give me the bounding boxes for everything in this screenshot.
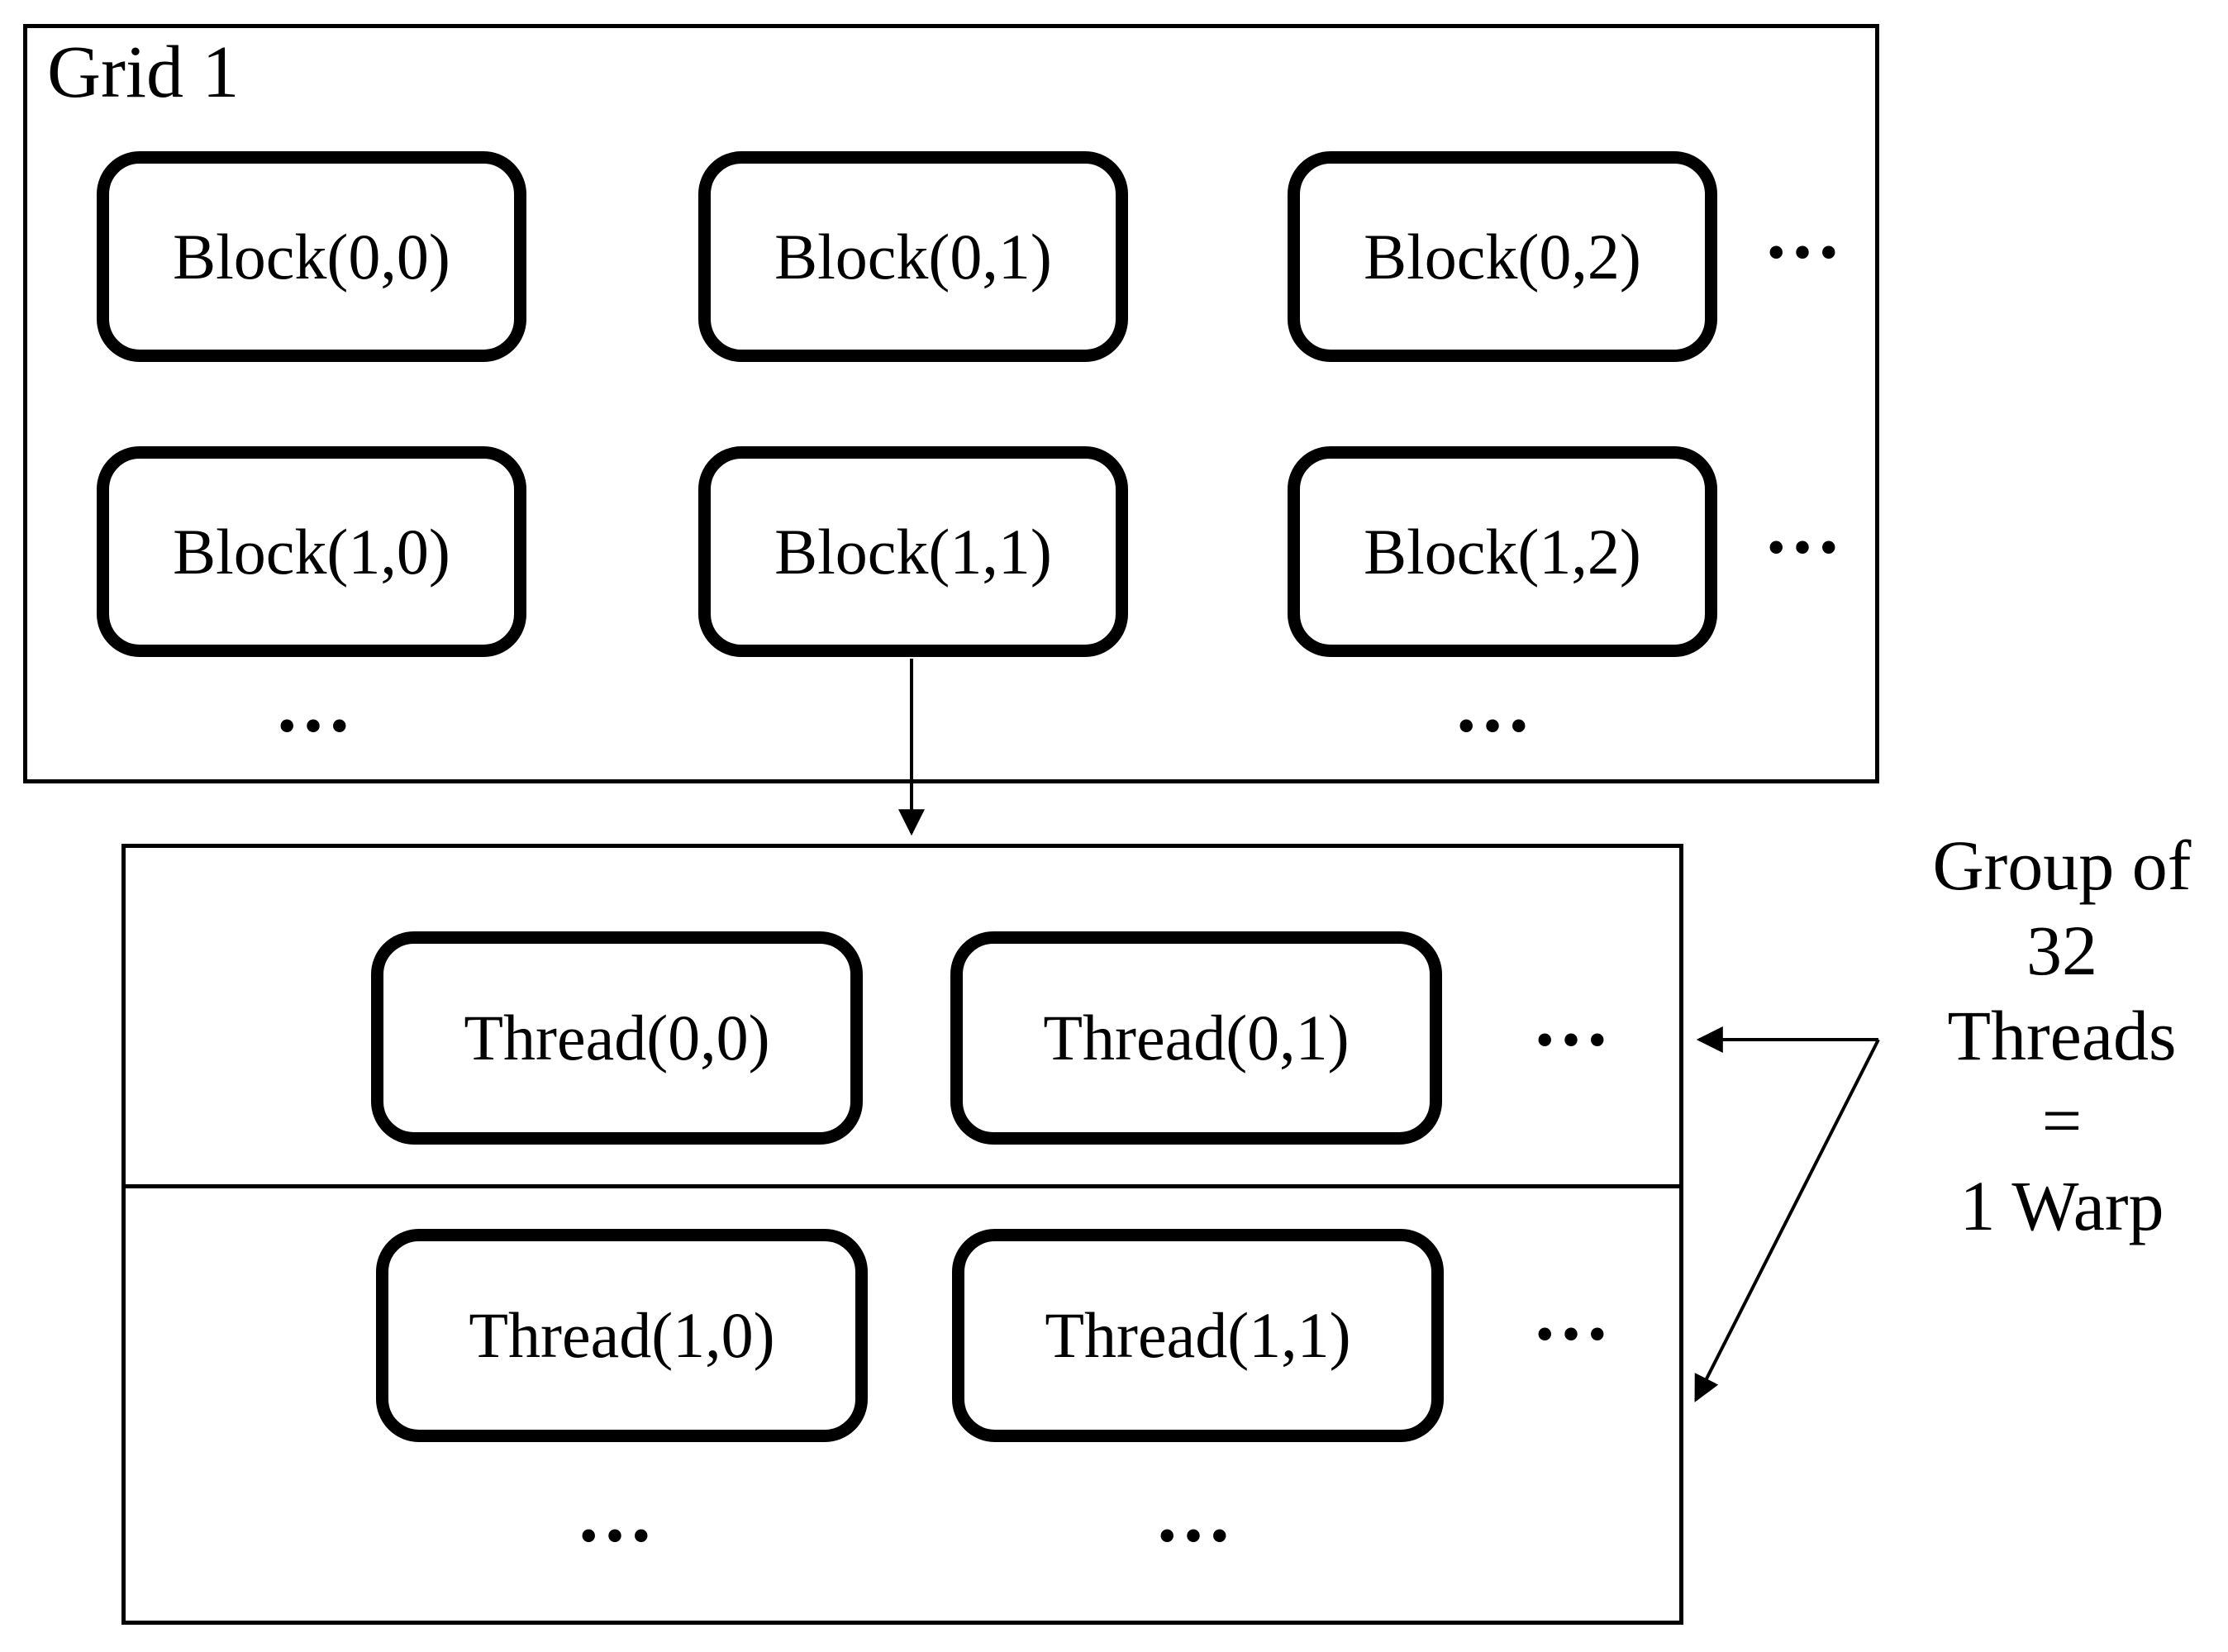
- thread-1-0-label: Thread(1,0): [469, 1299, 775, 1371]
- warp-note-line-5: 1 Warp: [1959, 1166, 2164, 1245]
- grid-container: Grid 1 Block(0,0) Block(0,1) Block(0,2) …: [23, 24, 1879, 783]
- block-1-1-label: Block(1,1): [774, 515, 1052, 588]
- block-1-2: Block(1,2): [1288, 446, 1717, 657]
- block-0-2-label: Block(0,2): [1364, 220, 1641, 293]
- thread-0-0: Thread(0,0): [371, 931, 863, 1145]
- warp-note: Group of 32 Threads = 1 Warp: [1892, 823, 2228, 1249]
- warp-note-line-2: 32: [2026, 911, 2097, 990]
- thread-0-1: Thread(0,1): [950, 931, 1442, 1145]
- thread-1-1-label: Thread(1,1): [1045, 1299, 1351, 1371]
- thread-block-container: Thread(0,0) Thread(0,1) Thread(1,0) Thre…: [121, 844, 1683, 1625]
- warp-note-line-1: Group of: [1932, 826, 2192, 905]
- ellipsis-threads-row1: ...: [1535, 974, 1614, 1063]
- thread-0-0-label: Thread(0,0): [464, 1002, 770, 1074]
- block-1-0-label: Block(1,0): [173, 515, 450, 588]
- block-1-2-label: Block(1,2): [1364, 515, 1641, 588]
- warp-note-line-4: =: [2041, 1081, 2083, 1160]
- thread-1-0: Thread(1,0): [376, 1229, 868, 1442]
- block-0-1: Block(0,1): [698, 151, 1128, 362]
- thread-1-1: Thread(1,1): [952, 1229, 1444, 1442]
- block-0-0: Block(0,0): [97, 151, 526, 362]
- ellipsis-threads-col1: ...: [578, 1470, 658, 1559]
- ellipsis-threads-col2: ...: [1157, 1470, 1236, 1559]
- warp-arrow-bottom-row: [1694, 1039, 1880, 1402]
- thread-0-1-label: Thread(0,1): [1043, 1002, 1350, 1074]
- block-1-0: Block(1,0): [97, 446, 526, 657]
- ellipsis-threads-row2: ...: [1535, 1269, 1614, 1357]
- ellipsis-grid-row2: ...: [1766, 482, 1845, 570]
- ellipsis-grid-col3: ...: [1456, 660, 1535, 749]
- block-0-1-label: Block(0,1): [774, 220, 1052, 293]
- block-0-0-label: Block(0,0): [173, 220, 450, 293]
- warp-row-divider: [121, 1184, 1683, 1188]
- ellipsis-grid-col1: ...: [277, 660, 356, 749]
- grid-title: Grid 1: [47, 31, 240, 113]
- warp-note-line-3: Threads: [1947, 996, 2177, 1075]
- block-1-1: Block(1,1): [698, 446, 1128, 657]
- ellipsis-grid-row1: ...: [1766, 187, 1845, 275]
- block-0-2: Block(0,2): [1288, 151, 1717, 362]
